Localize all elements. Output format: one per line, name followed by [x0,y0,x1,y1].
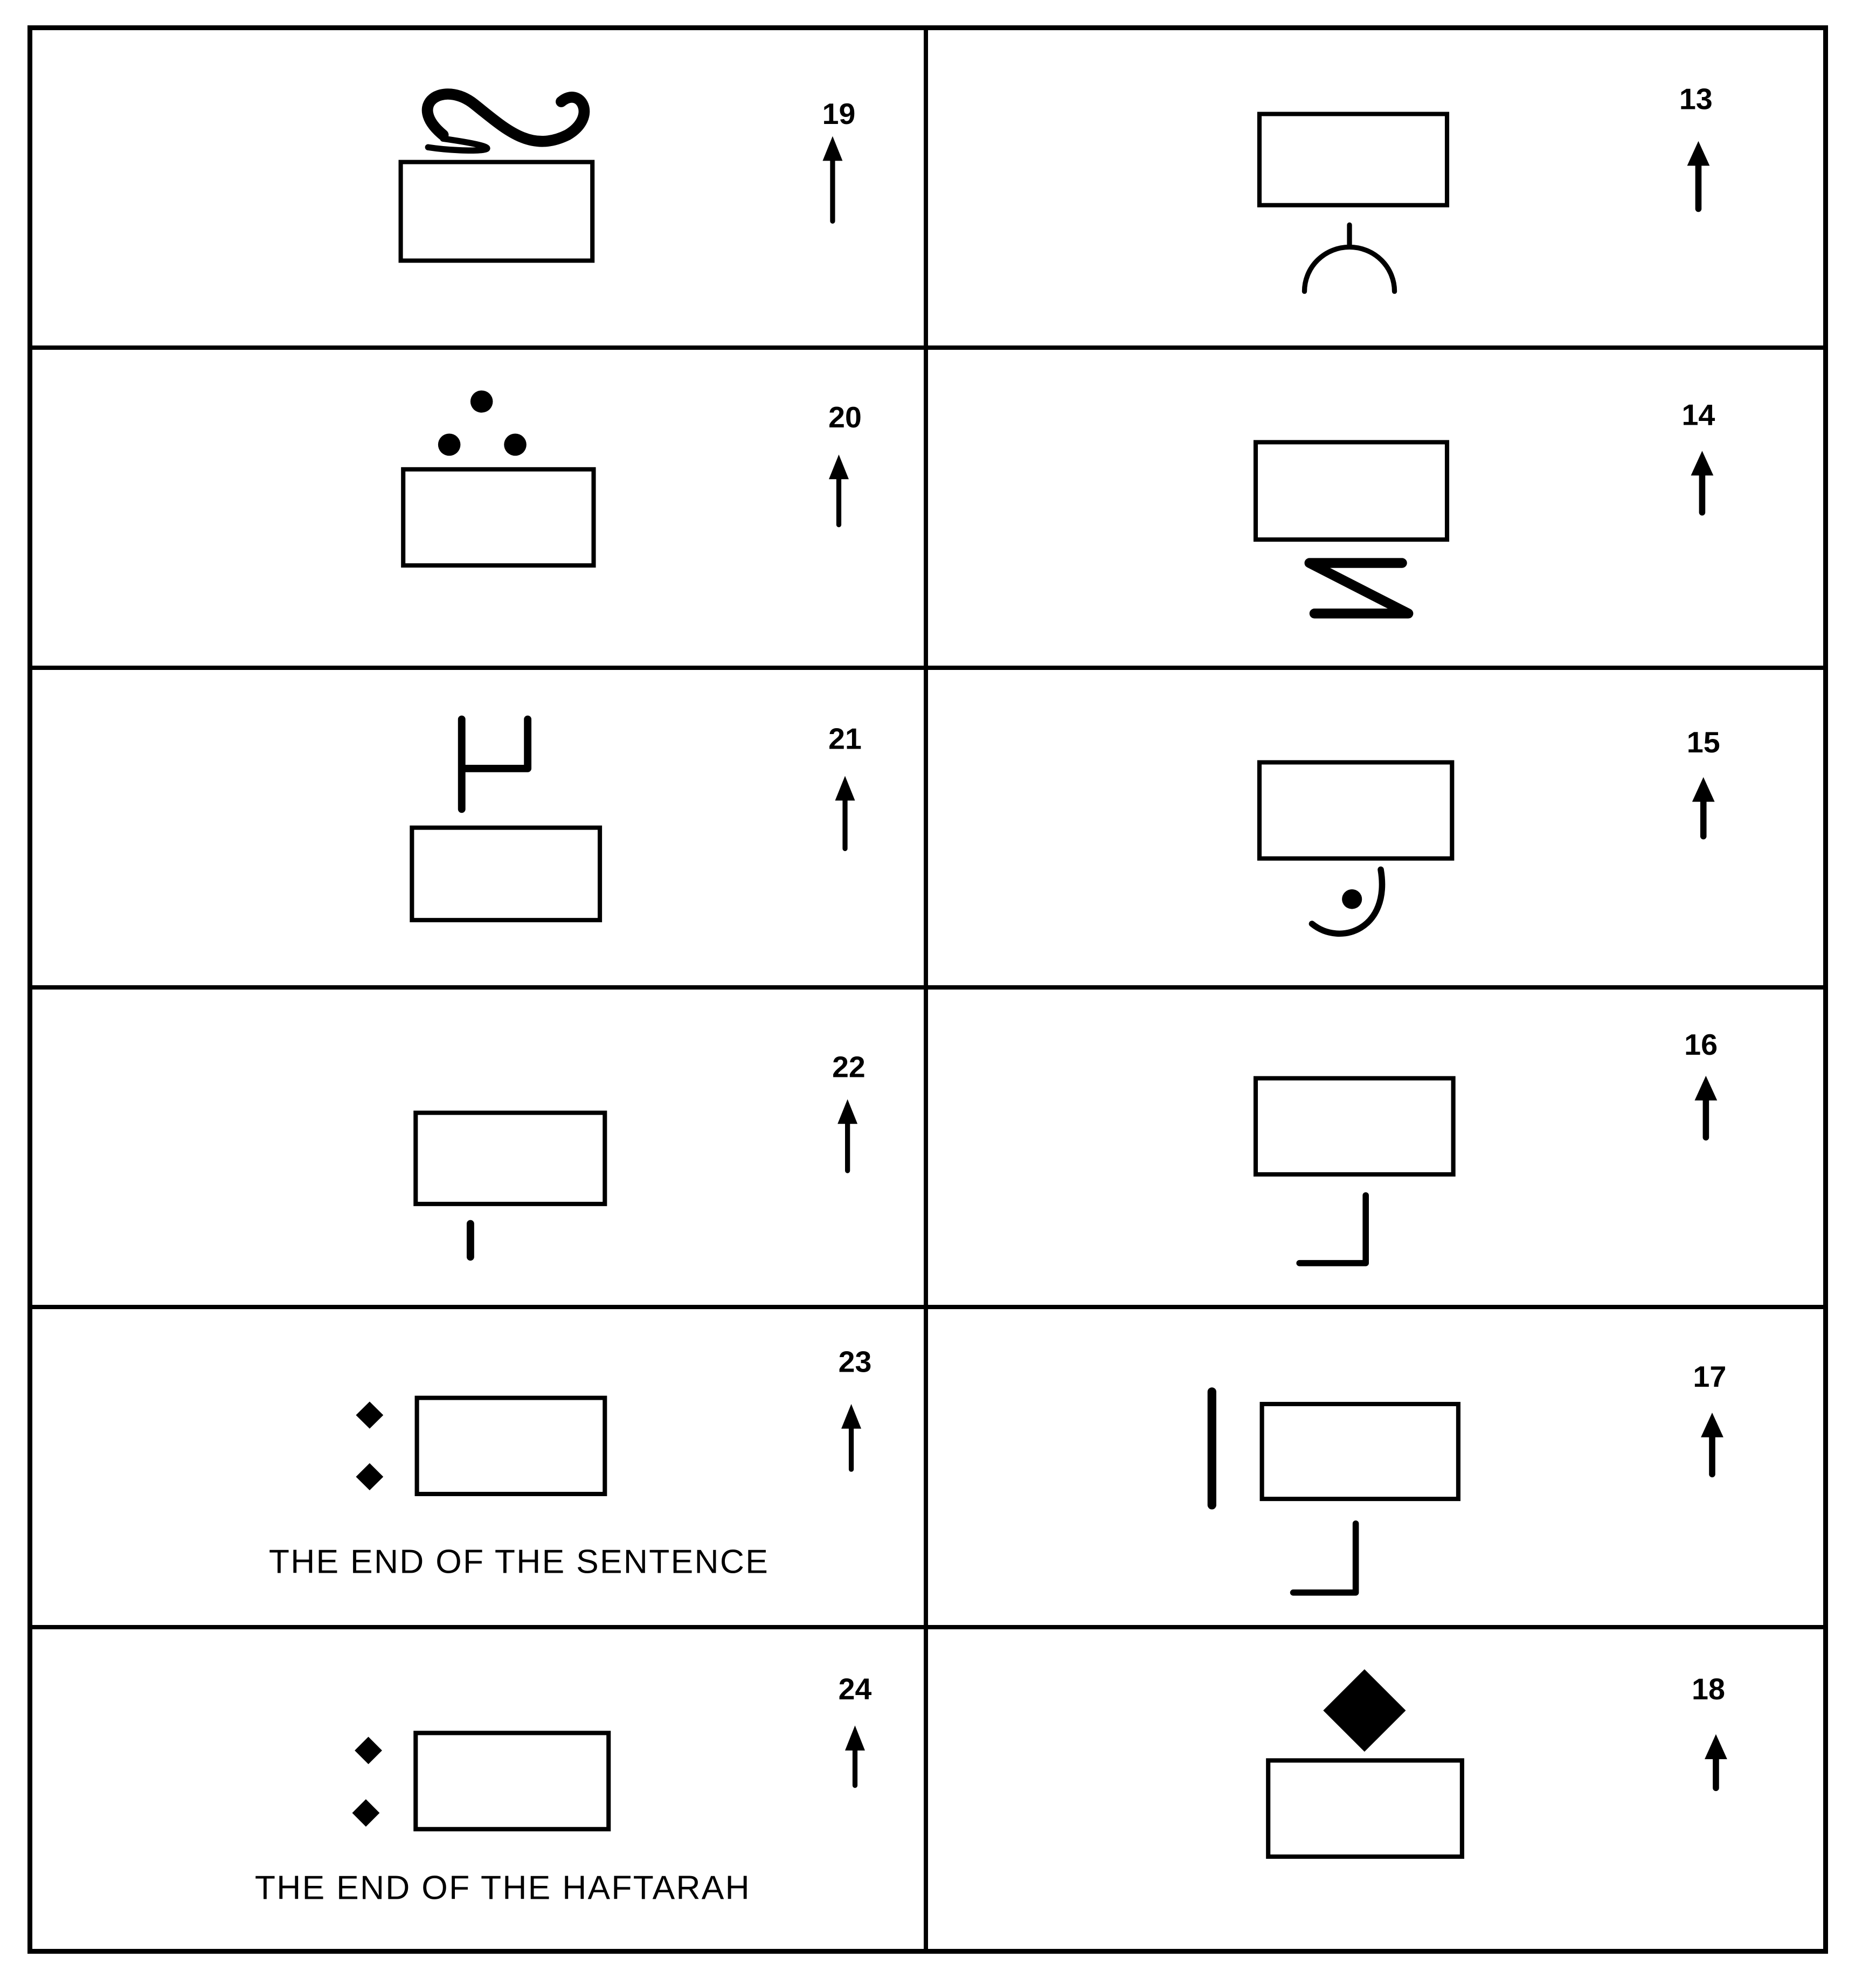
cantillation-chart: 19 13 20 14 [27,25,1828,1954]
l-shape-symbol-icon [1290,1520,1359,1596]
up-arrow-icon [1691,451,1713,516]
three-dots-icon [438,390,527,456]
up-arrow-icon [822,136,843,224]
word-box [1257,112,1449,208]
word-box [1257,760,1454,861]
mark-number: 23 [839,1345,872,1379]
dotted-curve-symbol-icon [1309,866,1385,937]
cell-15: 15 [927,670,1823,990]
h-shape-symbol-icon [458,715,532,813]
caption: THE END OF THE SENTENCE [269,1544,769,1581]
word-box [1253,1076,1456,1177]
mark-number: 18 [1692,1672,1725,1705]
cell-19: 19 [32,30,928,350]
mark-number: 14 [1681,398,1715,432]
word-box [1259,1402,1460,1502]
up-arrow-icon [1700,1413,1723,1478]
mark-number: 15 [1686,725,1720,759]
mark-number: 20 [828,401,862,434]
up-arrow-icon [841,1404,862,1472]
up-arrow-icon [1694,1076,1717,1141]
cell-24: THE END OF THE HAFTARAH 24 [32,1629,928,1949]
two-diamonds-icon [356,1401,384,1491]
word-box [413,1730,611,1831]
mark-number: 19 [822,97,856,130]
cell-14: 14 [927,350,1823,670]
up-arrow-icon [845,1725,865,1788]
up-arrow-icon [837,1099,858,1173]
word-box [1253,440,1449,542]
cell-22: 22 [32,989,928,1310]
word-box [1265,1758,1464,1859]
word-box [413,1110,607,1206]
cell-21: 21 [32,669,928,990]
cell-23: THE END OF THE SENTENCE 23 [32,1309,928,1629]
mark-number: 24 [839,1672,872,1705]
squiggle-symbol-icon [421,88,590,147]
two-diamonds-icon [352,1736,382,1827]
mark-number: 17 [1693,1360,1726,1394]
diamond-symbol-icon [1323,1669,1406,1752]
arc-symbol-icon [1302,222,1397,294]
cell-17: 17 [927,1309,1823,1629]
up-arrow-icon [1687,141,1709,212]
word-box [414,1395,607,1497]
word-box [398,160,595,263]
mark-number: 21 [828,722,862,755]
l-shape-symbol-icon [1296,1192,1369,1267]
mark-number: 13 [1679,82,1712,116]
up-arrow-icon [1692,777,1715,840]
cell-13: 13 [927,30,1823,350]
zigzag-symbol-icon [1304,558,1413,619]
mark-number: 16 [1684,1028,1718,1062]
cell-18: 18 [928,1629,1824,1949]
mark-number: 22 [832,1050,866,1084]
word-box [401,467,596,568]
up-arrow-icon [1704,1734,1727,1791]
cell-16: 16 [927,990,1823,1310]
cell-20: 20 [32,350,928,670]
caption: THE END OF THE HAFTARAH [255,1869,751,1906]
up-arrow-icon [828,454,849,528]
word-box [410,825,603,922]
up-arrow-icon [835,776,855,851]
